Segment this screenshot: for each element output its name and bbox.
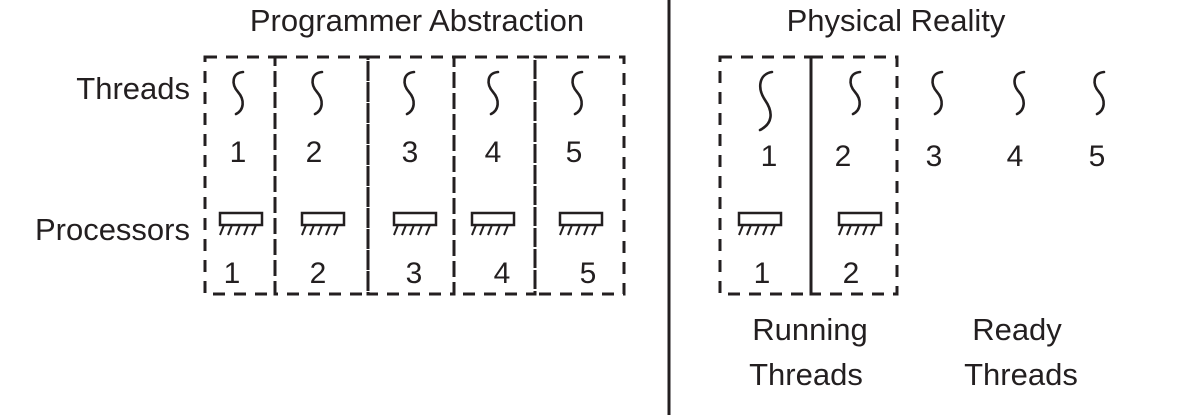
thread-squiggle-icon bbox=[232, 70, 245, 116]
right-panel: Physical Reality 1 2 3 4 5 bbox=[718, 3, 1106, 392]
running-box-2 bbox=[809, 55, 899, 296]
ready-threads-caption-line1: Ready bbox=[972, 312, 1062, 347]
processor-number: 2 bbox=[310, 257, 327, 290]
thread-squiggle-icon bbox=[487, 70, 500, 116]
right-panel-title: Physical Reality bbox=[787, 3, 1006, 38]
processor-chip-icon bbox=[558, 211, 604, 236]
processor-chip-icon bbox=[837, 211, 883, 236]
thread-number: 2 bbox=[835, 140, 852, 173]
processor-number: 1 bbox=[224, 257, 241, 290]
running-threads-caption-line2: Threads bbox=[749, 357, 863, 392]
processor-chip-icon bbox=[470, 211, 516, 236]
processor-chip-icon bbox=[218, 211, 264, 236]
processors-row-label: Processors bbox=[35, 212, 190, 247]
thread-number: 1 bbox=[230, 136, 247, 169]
thread-number: 2 bbox=[306, 136, 323, 169]
threads-row-label: Threads bbox=[76, 71, 190, 106]
thread-squiggle-icon bbox=[1093, 70, 1106, 116]
thread-number: 5 bbox=[1089, 140, 1106, 173]
thread-number: 1 bbox=[761, 140, 778, 173]
thread-number: 4 bbox=[485, 136, 502, 169]
processor-chip-icon bbox=[737, 211, 783, 236]
processor-chip-icon bbox=[392, 211, 438, 236]
left-panel: Programmer Abstraction Threads Processor… bbox=[35, 3, 626, 296]
processor-number: 3 bbox=[406, 257, 423, 290]
thread-squiggle-icon bbox=[1013, 70, 1026, 116]
pair-box-1 bbox=[203, 55, 277, 296]
processor-number: 5 bbox=[580, 257, 597, 290]
processor-chip-icon bbox=[300, 211, 346, 236]
thread-number: 4 bbox=[1007, 140, 1024, 173]
thread-number: 3 bbox=[926, 140, 943, 173]
thread-squiggle-icon bbox=[571, 70, 584, 116]
running-box-1 bbox=[718, 55, 813, 296]
thread-squiggle-icon bbox=[311, 70, 324, 116]
processor-number: 4 bbox=[494, 257, 511, 290]
pair-box-5 bbox=[533, 55, 626, 296]
processor-number: 1 bbox=[754, 257, 771, 290]
thread-number: 3 bbox=[402, 136, 419, 169]
thread-squiggle-icon bbox=[758, 70, 774, 132]
thread-number: 5 bbox=[566, 136, 583, 169]
thread-squiggle-icon bbox=[403, 70, 416, 116]
left-panel-title: Programmer Abstraction bbox=[250, 3, 584, 38]
thread-squiggle-icon bbox=[849, 70, 862, 116]
ready-threads-caption-line2: Threads bbox=[964, 357, 1078, 392]
thread-squiggle-icon bbox=[931, 70, 944, 116]
running-threads-caption-line1: Running bbox=[752, 312, 867, 347]
pair-box-3 bbox=[366, 55, 456, 296]
processor-number: 2 bbox=[843, 257, 860, 290]
